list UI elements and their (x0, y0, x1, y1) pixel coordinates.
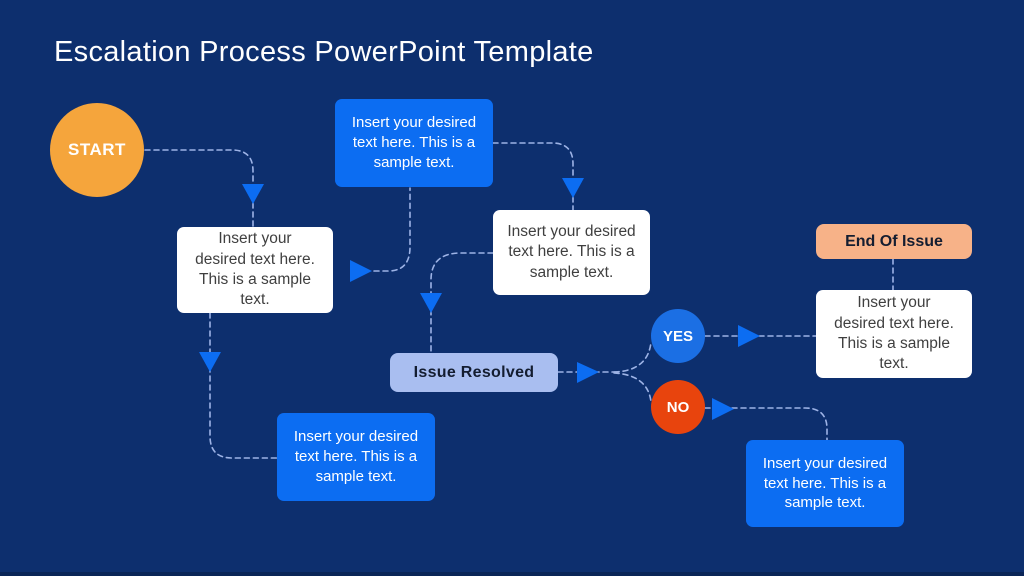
process-box-top[interactable]: Insert your desired text here. This is a… (335, 99, 493, 187)
slide-bottom-edge (0, 572, 1024, 576)
arrow-down-icon (199, 352, 221, 372)
issue-resolved-label: Issue Resolved (413, 363, 535, 381)
connector-start-to-left-box (144, 149, 254, 228)
process-box-left-label: Insert your desired text here. This is a… (195, 230, 315, 309)
process-box-top-label: Insert your desired text here. This is a… (351, 114, 477, 171)
connector-no-to-bottomright (704, 407, 828, 441)
arrow-right-icon (350, 260, 372, 282)
connector-branch-to-no (613, 372, 652, 403)
no-label: NO (666, 398, 690, 416)
connector-centerbox-to-issue-resolved (430, 252, 494, 354)
process-box-right[interactable]: Insert your desired text here. This is a… (816, 290, 972, 378)
connector-topblue-to-centerbox (492, 142, 574, 211)
process-box-bottom-left-label: Insert your desired text here. This is a… (293, 428, 419, 485)
process-box-right-label: Insert your desired text here. This is a… (834, 294, 954, 373)
start-label: START (68, 140, 126, 159)
process-box-bottom-right-label: Insert your desired text here. This is a… (762, 454, 888, 512)
connector-topblue-to-leftbox-elbow (373, 187, 411, 272)
end-of-issue-node[interactable]: End Of Issue (816, 224, 972, 259)
arrow-down-icon (562, 178, 584, 198)
start-node[interactable]: START (50, 103, 144, 197)
connector-leftbox-to-bottomleft (209, 312, 278, 459)
process-box-bottom-right[interactable]: Insert your desired text here. This is a… (746, 440, 904, 527)
issue-resolved-node[interactable]: Issue Resolved (390, 353, 558, 392)
arrow-down-icon (242, 184, 264, 204)
arrow-down-icon (420, 293, 442, 313)
slide-title: Escalation Process PowerPoint Template (54, 36, 594, 68)
end-of-issue-label: End Of Issue (845, 232, 943, 250)
connector-branch-to-yes (613, 341, 652, 373)
arrow-right-icon (712, 398, 734, 420)
process-box-center-label: Insert your desired text here. This is a… (507, 222, 636, 281)
arrow-right-icon (738, 325, 760, 347)
process-box-bottom-left[interactable]: Insert your desired text here. This is a… (277, 413, 435, 501)
process-box-center[interactable]: Insert your desired text here. This is a… (493, 210, 650, 295)
process-box-left[interactable]: Insert your desired text here. This is a… (177, 227, 333, 313)
no-node[interactable]: NO (651, 380, 705, 434)
yes-node[interactable]: YES (651, 309, 705, 363)
arrow-right-icon (577, 362, 599, 383)
yes-label: YES (662, 327, 693, 345)
